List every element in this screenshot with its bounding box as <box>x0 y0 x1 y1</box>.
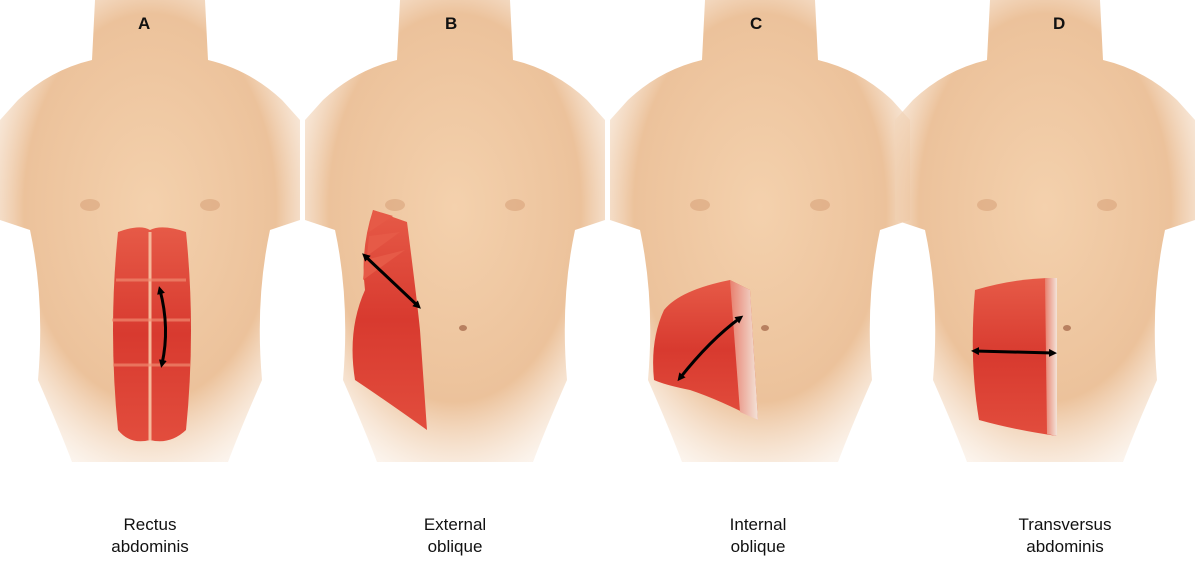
panel-caption: Rectus abdominis <box>50 514 250 558</box>
panel-letter: A <box>138 14 150 34</box>
panel-b: B External oblique <box>305 0 605 561</box>
torso-illustration <box>895 0 1195 470</box>
panel-letter: B <box>445 14 457 34</box>
panel-caption: Internal oblique <box>658 514 858 558</box>
torso-illustration <box>0 0 300 470</box>
caption-line: External <box>355 514 555 536</box>
panel-caption: External oblique <box>355 514 555 558</box>
transversus-abdominis-muscle <box>973 278 1057 436</box>
caption-line: oblique <box>658 536 858 558</box>
torso-illustration <box>610 0 910 470</box>
panel-d: D Transversus abdominis <box>895 0 1195 561</box>
rectus-abdominis-muscle <box>112 227 191 441</box>
caption-line: oblique <box>355 536 555 558</box>
caption-line: abdominis <box>965 536 1165 558</box>
caption-line: Transversus <box>965 514 1165 536</box>
panel-caption: Transversus abdominis <box>965 514 1165 558</box>
caption-line: abdominis <box>50 536 250 558</box>
panel-letter: D <box>1053 14 1065 34</box>
panel-letter: C <box>750 14 762 34</box>
caption-line: Rectus <box>50 514 250 536</box>
caption-line: Internal <box>658 514 858 536</box>
fiber-direction-arrow <box>975 351 1053 353</box>
torso-illustration <box>305 0 605 470</box>
panel-c: C Internal oblique <box>610 0 910 561</box>
panel-a: A Rectus abdominis <box>0 0 300 561</box>
